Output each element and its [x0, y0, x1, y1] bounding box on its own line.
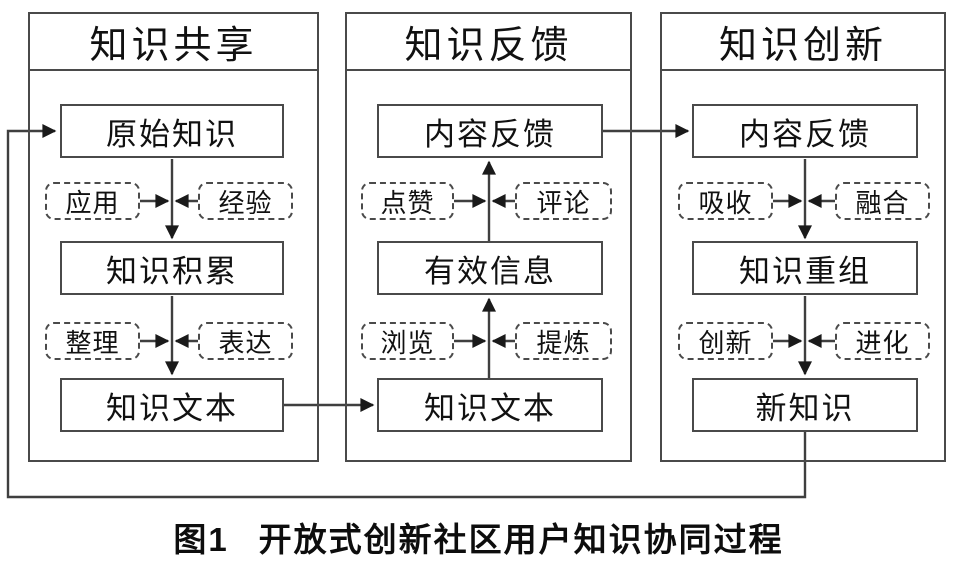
box-knowledge-text-2: 知识文本	[377, 378, 603, 432]
tag-innovate: 创新	[678, 322, 773, 360]
panel-title-knowledge-feedback: 知识反馈	[347, 14, 630, 71]
tag-browse: 浏览	[361, 322, 454, 360]
panel-title-knowledge-sharing: 知识共享	[30, 14, 317, 71]
figure-caption-number: 图1	[173, 521, 229, 558]
panel-knowledge-innovation: 知识创新	[660, 12, 946, 462]
box-content-feedback-1: 内容反馈	[377, 104, 603, 158]
box-new-knowledge: 新知识	[692, 378, 918, 432]
box-content-feedback-2: 内容反馈	[692, 104, 918, 158]
tag-evolve: 进化	[835, 322, 930, 360]
figure-caption-text: 开放式创新社区用户知识协同过程	[258, 521, 784, 558]
tag-refine: 提炼	[515, 322, 612, 360]
box-knowledge-restructure: 知识重组	[692, 241, 918, 295]
tag-comment: 评论	[515, 182, 612, 220]
figure-caption: 图1 开放式创新社区用户知识协同过程	[0, 513, 957, 561]
box-effective-information: 有效信息	[377, 241, 603, 295]
panel-knowledge-sharing: 知识共享	[28, 12, 319, 462]
box-knowledge-accumulation: 知识积累	[60, 241, 284, 295]
tag-experience: 经验	[198, 182, 293, 220]
tag-organize: 整理	[45, 322, 140, 360]
tag-absorb: 吸收	[678, 182, 773, 220]
tag-express: 表达	[198, 322, 293, 360]
tag-merge: 融合	[835, 182, 930, 220]
tag-apply: 应用	[45, 182, 140, 220]
box-knowledge-text-1: 知识文本	[60, 378, 284, 432]
panel-title-knowledge-innovation: 知识创新	[662, 14, 944, 71]
box-original-knowledge: 原始知识	[60, 104, 284, 158]
tag-like: 点赞	[361, 182, 454, 220]
panel-knowledge-feedback: 知识反馈	[345, 12, 632, 462]
